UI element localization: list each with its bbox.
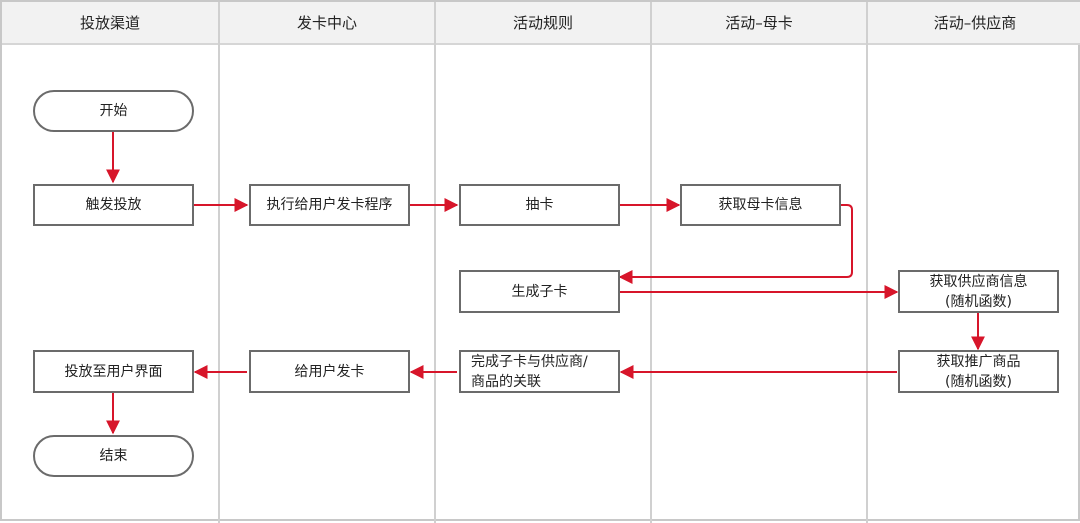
trigger-label: 触发投放 <box>85 197 142 213</box>
start-label: 开始 <box>99 103 128 119</box>
lane-divider <box>434 2 436 523</box>
product-label: 获取推广商品 (随机函数) <box>936 353 1021 390</box>
link-label: 完成子卡与供应商/ 商品的关联 <box>471 353 588 390</box>
end-node: 结束 <box>33 435 194 477</box>
trigger-node: 触发投放 <box>33 184 194 226</box>
lane-divider <box>650 2 652 523</box>
start-node: 开始 <box>33 90 194 132</box>
draw-card-label: 抽卡 <box>525 197 554 213</box>
mother-card-node: 获取母卡信息 <box>680 184 841 226</box>
lane-header-card-center: 发卡中心 <box>220 2 434 45</box>
mother-card-label: 获取母卡信息 <box>718 197 803 213</box>
edge-mother-card-to-child-card <box>618 204 853 284</box>
deliver-node: 投放至用户界面 <box>33 350 194 393</box>
issue-program-node: 执行给用户发卡程序 <box>249 184 410 226</box>
end-label: 结束 <box>99 448 128 464</box>
issue-user-node: 给用户发卡 <box>249 350 410 393</box>
draw-card-node: 抽卡 <box>459 184 620 226</box>
issue-program-label: 执行给用户发卡程序 <box>266 197 393 213</box>
lane-header-mother-card: 活动–母卡 <box>652 2 866 45</box>
child-card-label: 生成子卡 <box>511 283 568 300</box>
lane-divider <box>866 2 868 523</box>
lane-header-supplier: 活动–供应商 <box>868 2 1080 45</box>
product-node: 获取推广商品 (随机函数) <box>898 350 1059 393</box>
lane-header-rules: 活动规则 <box>436 2 650 45</box>
supplier-label: 获取供应商信息 (随机函数) <box>929 273 1028 310</box>
lane-header-channel: 投放渠道 <box>2 2 218 45</box>
link-node: 完成子卡与供应商/ 商品的关联 <box>459 350 620 393</box>
child-card-node: 生成子卡 <box>459 270 620 313</box>
supplier-node: 获取供应商信息 (随机函数) <box>898 270 1059 313</box>
lane-divider <box>218 2 220 523</box>
deliver-label: 投放至用户界面 <box>64 363 163 380</box>
issue-user-label: 给用户发卡 <box>294 363 365 380</box>
